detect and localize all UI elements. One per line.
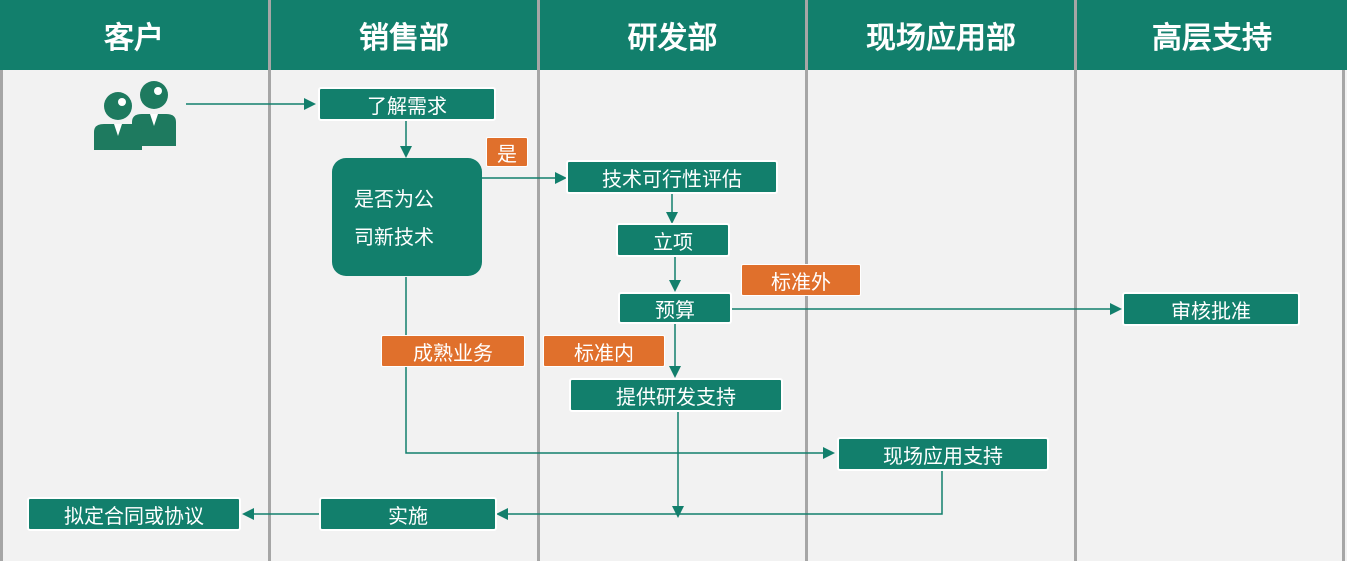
mature-business-tag: 成熟业务 [381, 335, 525, 367]
customers-icon [94, 81, 176, 150]
lane-divider [537, 0, 540, 561]
approve-box: 审核批准 [1122, 292, 1300, 326]
out-standard-tag: 标准外 [741, 264, 861, 296]
lane-divider [1074, 0, 1077, 561]
lane-divider [1342, 0, 1345, 561]
in-standard-tag: 标准内 [543, 335, 665, 367]
lane-divider [268, 0, 271, 561]
lane-divider [0, 0, 3, 561]
new-tech-decision-box: 是否为公 司新技术 [332, 158, 482, 276]
project-box: 立项 [616, 223, 730, 257]
decision-line-1: 是否为公 [354, 187, 434, 211]
lane-header-sales: 销售部 [271, 0, 537, 70]
field-support-box: 现场应用支持 [837, 437, 1049, 471]
rd-support-box: 提供研发支持 [569, 378, 783, 412]
yes-tag: 是 [486, 137, 528, 167]
arrow-field-support-to-implement [496, 471, 943, 520]
budget-box: 预算 [618, 292, 732, 324]
lane-header-customer: 客户 [0, 0, 268, 70]
implement-box: 实施 [319, 497, 497, 531]
lane-header-rd: 研发部 [540, 0, 805, 70]
lane-header-executive: 高层支持 [1077, 0, 1347, 70]
feasibility-box: 技术可行性评估 [566, 160, 778, 194]
contract-box: 拟定合同或协议 [27, 497, 241, 531]
decision-line-2: 司新技术 [354, 225, 434, 249]
understand-needs-box: 了解需求 [318, 87, 496, 121]
lane-header-field: 现场应用部 [808, 0, 1074, 70]
